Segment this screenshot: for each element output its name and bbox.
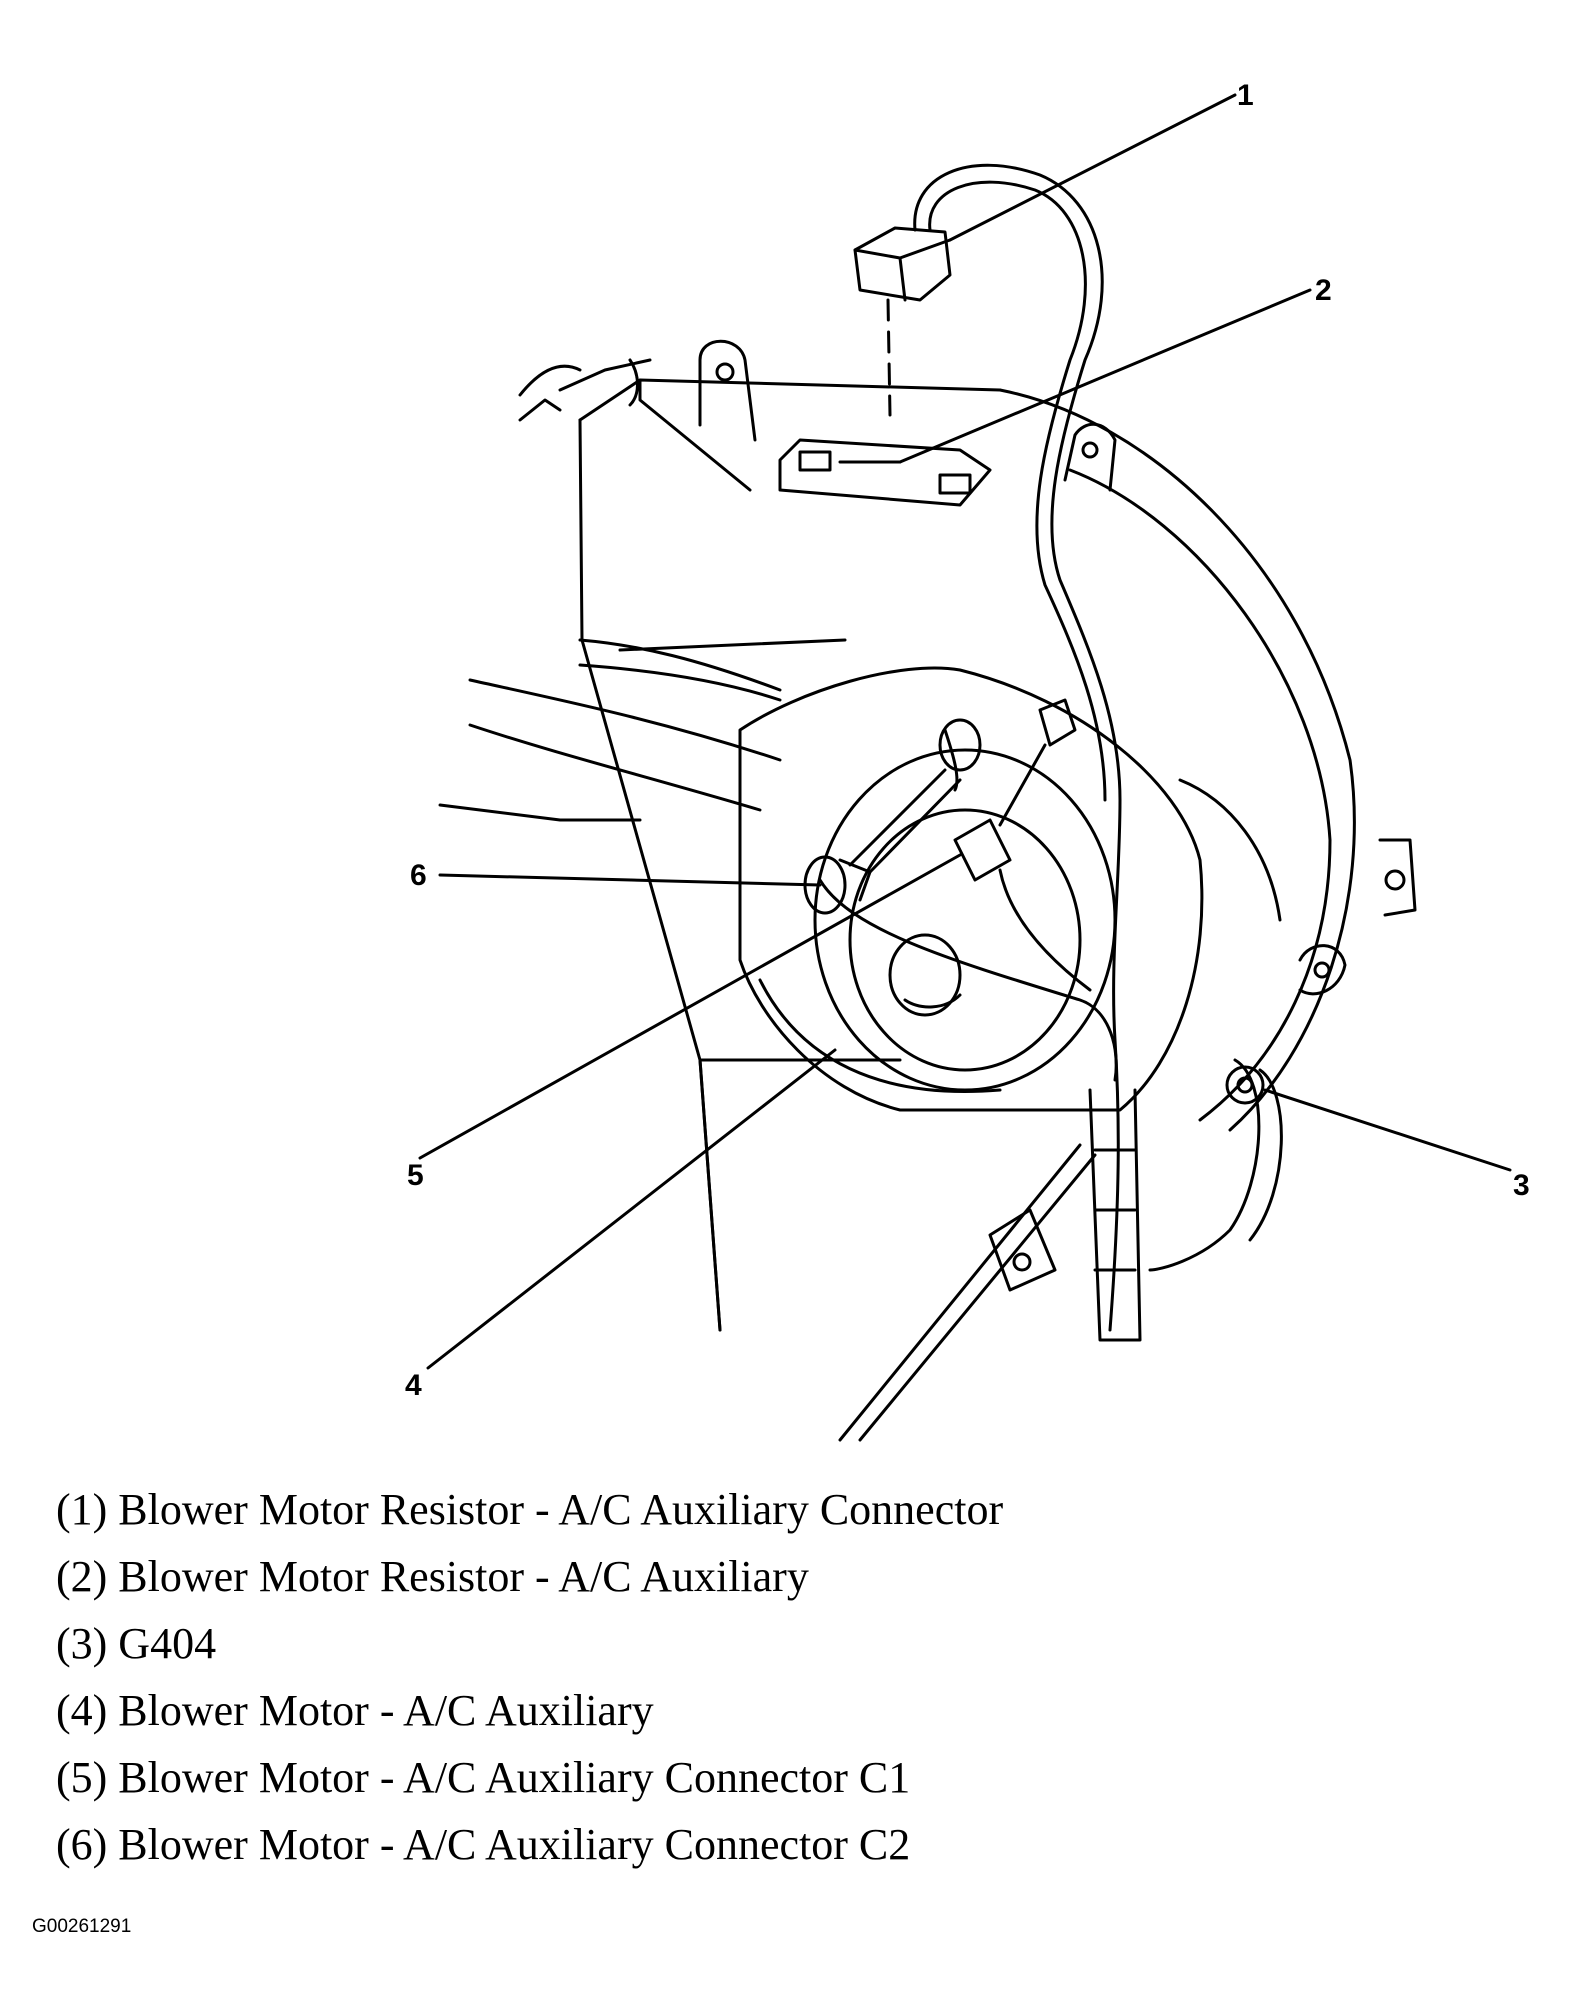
legend-item: (3) G404 [56,1619,217,1668]
resistor-mount [778,438,992,507]
callout-1: 1 [1237,79,1254,112]
hvac-housing [438,358,1002,1332]
legend-item: (1) Blower Motor Resistor - A/C Auxiliar… [56,1485,1004,1534]
callout-3: 3 [1513,1169,1530,1202]
connector-c1 [953,698,1077,882]
callout-6: 6 [410,859,427,892]
legend-item: (6) Blower Motor - A/C Auxiliary Connect… [56,1820,911,1869]
callout-4: 4 [405,1369,422,1402]
legend-item: (5) Blower Motor - A/C Auxiliary Connect… [56,1753,911,1802]
frame-lines [698,1058,1097,1442]
callout-5: 5 [407,1159,424,1192]
ground-terminal-g404 [1225,1065,1265,1105]
leader-lines [418,93,1512,1370]
callout-2: 2 [1315,274,1332,307]
connector-c2 [803,718,982,915]
legend: (1) Blower Motor Resistor - A/C Auxiliar… [56,1476,1003,1878]
figure-code: G00261291 [32,1916,132,1937]
callout-numbers: 1 2 3 4 5 6 [405,79,1530,1402]
legend-item: (2) Blower Motor Resistor - A/C Auxiliar… [56,1552,809,1601]
legend-item: (4) Blower Motor - A/C Auxiliary [56,1686,654,1735]
blower-motor-diagram: 1 2 3 4 5 6 [405,79,1530,1442]
blower-scroll-housing [738,388,1356,1132]
mounting-tabs [698,339,1417,1292]
resistor-connector [853,226,952,417]
